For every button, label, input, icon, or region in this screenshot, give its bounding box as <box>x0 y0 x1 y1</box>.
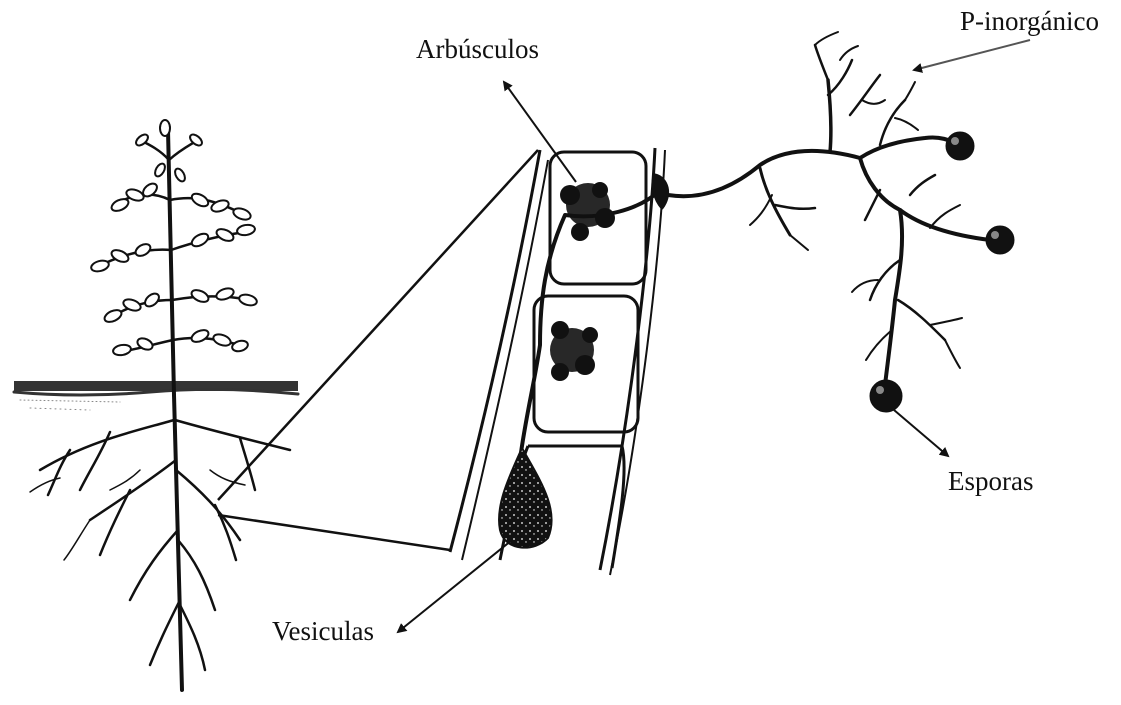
label-esporas: Esporas <box>948 468 1033 495</box>
arbuscule-middle <box>550 321 598 381</box>
soil-surface <box>14 381 298 410</box>
external-hyphae <box>668 32 990 385</box>
label-p-inorganico: P-inorgánico <box>960 8 1099 35</box>
spore-3 <box>870 380 902 412</box>
appressorium <box>653 175 668 208</box>
label-arrows <box>398 40 1030 632</box>
arrow-p-inorganico <box>914 40 1030 70</box>
arrow-arbusculos <box>504 82 576 182</box>
label-arbusculos: Arbúsculos <box>416 36 539 63</box>
plant-roots <box>30 395 290 690</box>
plant-stem <box>168 130 174 395</box>
spore-2 <box>986 226 1014 254</box>
spores <box>870 132 1014 412</box>
label-vesiculas: Vesiculas <box>272 618 374 645</box>
vesicle <box>499 448 552 548</box>
plant <box>14 120 298 690</box>
spore-1 <box>946 132 974 160</box>
arbuscule-upper <box>560 182 615 241</box>
zoom-guide-lines <box>218 150 538 550</box>
arrow-esporas <box>894 410 948 456</box>
arrow-vesiculas <box>398 540 512 632</box>
